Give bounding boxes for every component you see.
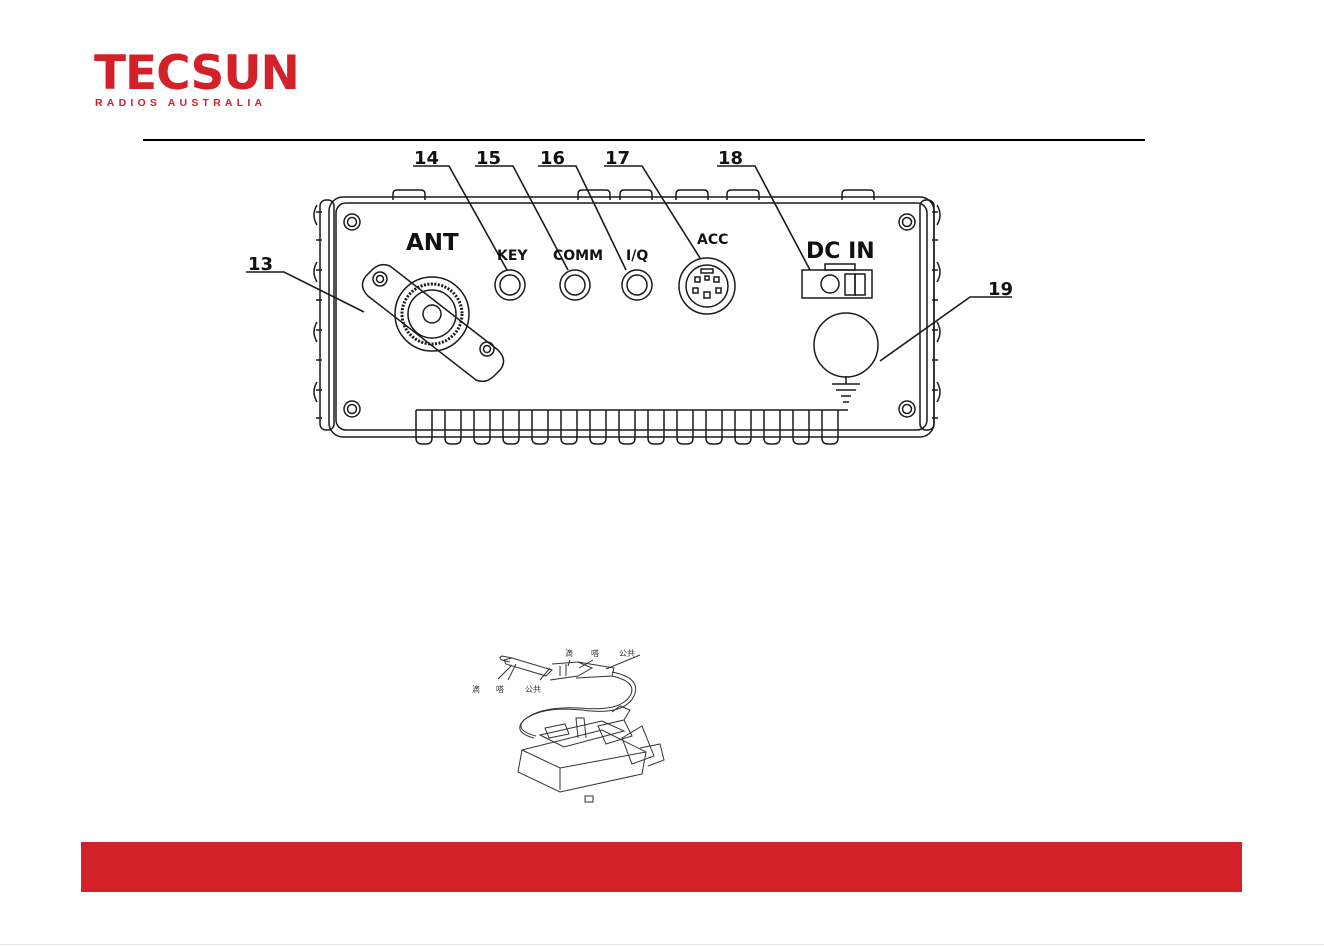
key-label-da-left: 嗒 [496,685,504,694]
iq-label: I/Q [626,248,648,264]
key-label-common-left: 公共 [525,685,541,694]
callout-16: 16 [540,148,565,169]
panel-bottom-fins [416,410,848,444]
callout-17: 17 [605,148,630,169]
panel-right-fins [920,200,940,430]
callout-19: 19 [988,279,1013,300]
ground-terminal [814,313,878,402]
panel-left-fins [314,200,334,430]
comm-jack [560,270,590,300]
dc-in-label: DC IN [806,239,875,264]
callout-13: 13 [248,254,273,275]
callout-14: 14 [414,148,439,169]
ground-symbol-icon [832,376,860,402]
acc-label: ACC [697,232,728,248]
ant-label: ANT [406,230,459,256]
page-bottom-rule [0,944,1324,945]
key-label-common-right: 公共 [619,649,635,658]
callout-18: 18 [718,148,743,169]
morse-key-illustration [498,655,664,802]
key-label-di-left: 滴 [472,684,480,694]
key-label-di-right: 滴 [565,648,573,658]
iq-jack [622,270,652,300]
footer-brand-bar [81,842,1242,892]
key-jack [495,270,525,300]
key-label-da-right: 嗒 [591,649,599,658]
acc-connector [679,258,735,314]
key-labels: 滴 嗒 公共 滴 嗒 公共 [472,648,635,694]
key-label: KEY [497,248,528,264]
dc-in-connector [802,264,872,298]
callout-15: 15 [476,148,501,169]
comm-label: COMM [553,248,603,264]
ant-connector [362,265,503,382]
